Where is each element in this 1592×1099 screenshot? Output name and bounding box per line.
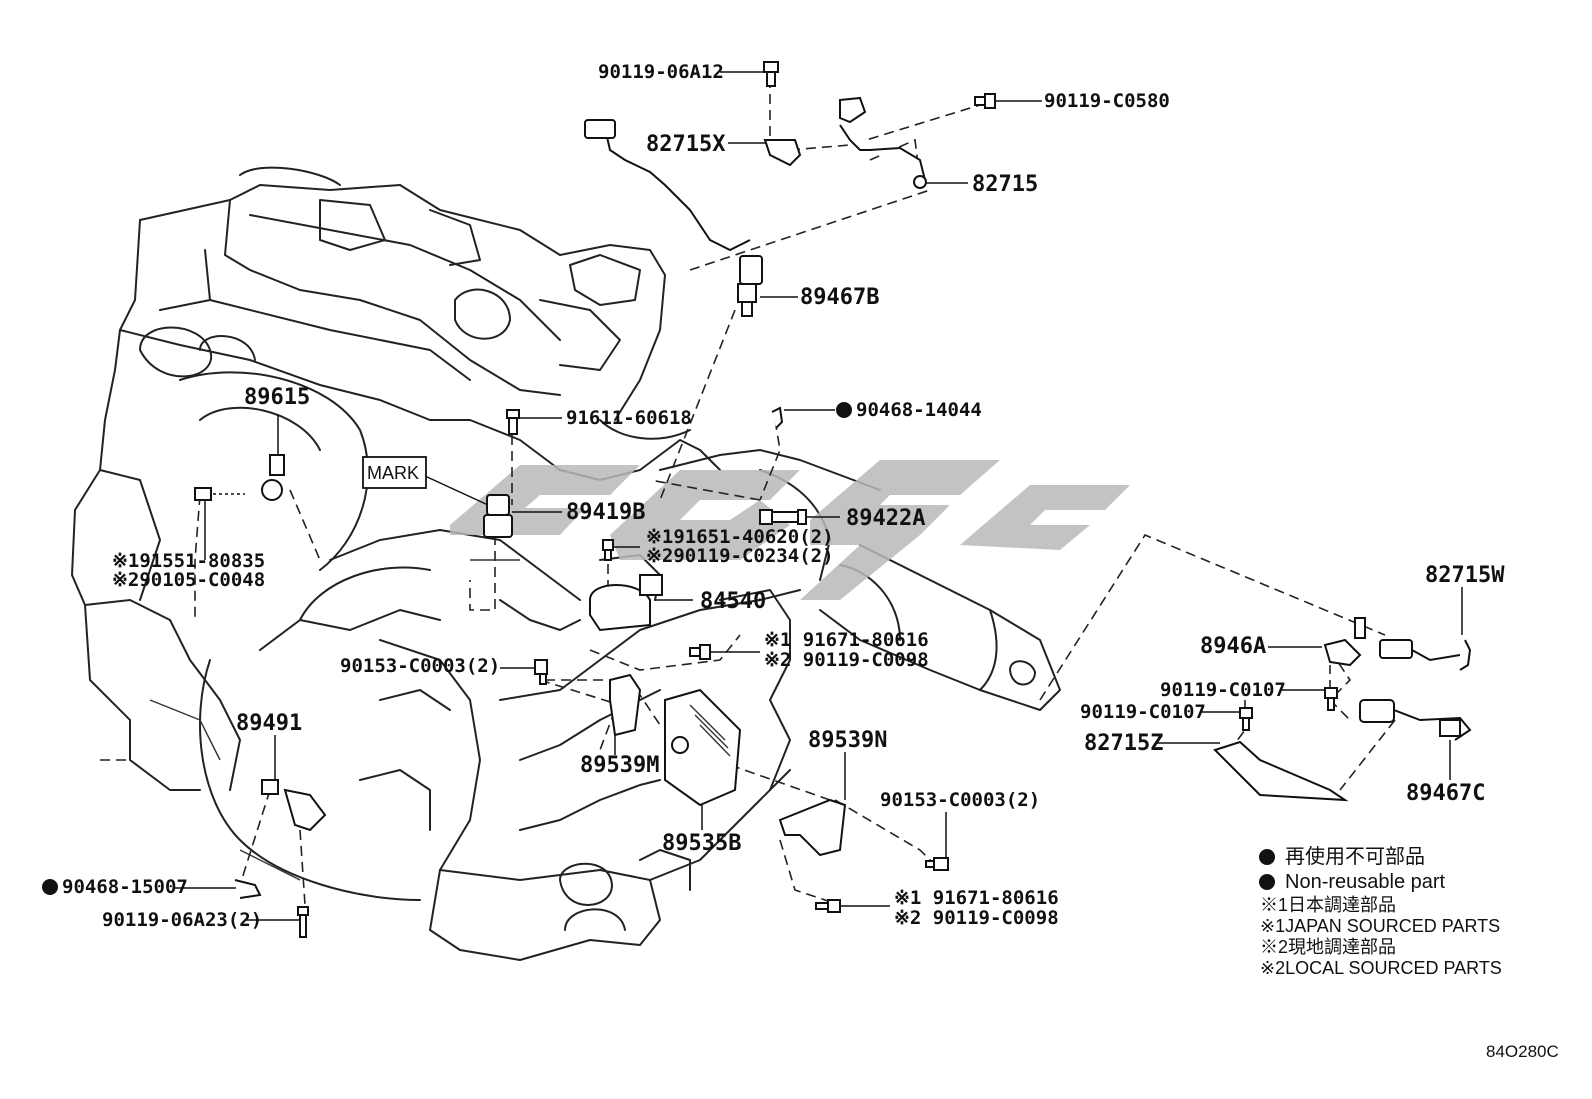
- clamp-82715-icon: [839, 96, 927, 189]
- label-89422A[interactable]: 89422A: [846, 506, 925, 531]
- bolt-91671-80616-b-icon: [815, 899, 841, 913]
- bracket-8946A-icon: [1323, 617, 1366, 667]
- legend-local-sourced-en: ※2LOCAL SOURCED PARTS: [1260, 958, 1502, 978]
- label-89491[interactable]: 89491: [236, 711, 302, 736]
- label-90468-15007[interactable]: 90468-15007: [62, 876, 188, 898]
- label-90119-C0234[interactable]: ※290119-C0234(2): [646, 545, 834, 567]
- label-90153-C0003-b[interactable]: 90153-C0003(2): [880, 789, 1040, 811]
- part-glyphs: [194, 61, 1472, 938]
- bolt-90119-06A12-icon: [763, 61, 779, 87]
- bracket-82715Z-icon: [1213, 740, 1349, 802]
- bracket-89539M-icon: [609, 673, 642, 737]
- bolt-90119-06A23-icon: [297, 906, 309, 938]
- switch-84540-icon: [589, 539, 663, 632]
- label-90153-C0003-a[interactable]: 90153-C0003(2): [340, 655, 500, 677]
- label-89419B[interactable]: 89419B: [566, 500, 645, 525]
- label-91611-60618[interactable]: 91611-60618: [566, 407, 692, 429]
- sensor-89615-icon: [194, 454, 285, 501]
- label-91551-80835[interactable]: ※191551-80835: [112, 550, 265, 572]
- clip-90468-14044-icon: [771, 406, 784, 429]
- leader-lines: [175, 71, 1463, 921]
- label-90119-C0098-b[interactable]: ※2 90119-C0098: [894, 907, 1059, 929]
- label-89467C[interactable]: 89467C: [1406, 781, 1485, 806]
- legend: 再使用不可部品 Non-reusable part ※1日本調達部品 ※1JAP…: [1259, 845, 1502, 978]
- legend-non-reusable-jp: 再使用不可部品: [1285, 845, 1425, 868]
- ecu-89535B-icon: [664, 688, 742, 807]
- clip-90468-15007-icon: [234, 879, 262, 899]
- sensor-89467C-icon: [1359, 699, 1472, 741]
- nut-90153-C0003-icon: [534, 659, 548, 685]
- label-82715[interactable]: 82715: [972, 172, 1038, 197]
- label-90119-C0107-a[interactable]: 90119-C0107: [1160, 679, 1286, 701]
- sensor-89419B-icon: [483, 494, 513, 538]
- label-90119-06A12[interactable]: 90119-06A12: [598, 61, 724, 83]
- legend-bullet-icon: [1259, 874, 1275, 890]
- legend-non-reusable-en: Non-reusable part: [1285, 871, 1446, 893]
- bracket-89539N-icon: [778, 798, 847, 857]
- harness-82715-icon: [604, 127, 751, 252]
- label-8946A[interactable]: 8946A: [1200, 634, 1266, 659]
- mark-box: [362, 456, 427, 489]
- label-89535B[interactable]: 89535B: [662, 831, 741, 856]
- clip-82715W-icon: [1459, 639, 1472, 671]
- legend-japan-sourced-jp: ※1日本調達部品: [1260, 895, 1396, 915]
- connector-icon: [584, 119, 616, 139]
- legend-bullet-icon: [1259, 849, 1275, 865]
- label-89467B[interactable]: 89467B: [800, 285, 879, 310]
- bolt-90119-C0580-icon: [974, 93, 996, 109]
- sensor-89422A-icon: [759, 509, 807, 525]
- bolt-90119-C0107-b-icon: [1239, 707, 1253, 731]
- sensor-89467C-upper-icon: [1379, 639, 1461, 662]
- part-labels: 90119-06A12 90119-C0580 82715X 82715 894…: [42, 61, 1505, 931]
- label-89539N[interactable]: 89539N: [808, 728, 887, 753]
- bolt-91611-60618-icon: [506, 409, 520, 435]
- sensor-89467B-icon: [737, 255, 763, 317]
- label-mark: MARK: [367, 463, 419, 483]
- label-90119-06A23[interactable]: 90119-06A23(2): [102, 909, 262, 931]
- bolt-91671-80616-icon: [689, 644, 711, 660]
- legend-japan-sourced-en: ※1JAPAN SOURCED PARTS: [1260, 916, 1500, 936]
- label-84540[interactable]: 84540: [700, 589, 766, 614]
- label-90468-14044[interactable]: 90468-14044: [856, 399, 982, 421]
- sensor-89491-icon: [261, 779, 327, 832]
- bolt-90119-C0107-a-icon: [1324, 687, 1338, 711]
- label-82715X[interactable]: 82715X: [646, 132, 725, 157]
- label-89539M[interactable]: 89539M: [580, 753, 659, 778]
- diagram-code: 84O280C: [1486, 1042, 1559, 1061]
- label-82715W[interactable]: 82715W: [1425, 563, 1505, 588]
- label-91671-80616-a[interactable]: ※1 91671-80616: [764, 629, 929, 651]
- bracket-82715X-icon: [763, 139, 802, 167]
- label-91671-80616-b[interactable]: ※1 91671-80616: [894, 887, 1059, 909]
- nut-90153-C0003-b-icon: [925, 857, 949, 871]
- label-89615[interactable]: 89615: [244, 385, 310, 410]
- label-90119-C0580[interactable]: 90119-C0580: [1044, 90, 1170, 112]
- non-reusable-bullet-icon: [836, 402, 852, 418]
- label-82715Z[interactable]: 82715Z: [1084, 731, 1163, 756]
- non-reusable-bullet-icon: [42, 879, 58, 895]
- legend-local-sourced-jp: ※2現地調達部品: [1260, 937, 1396, 957]
- label-90119-C0107-b[interactable]: 90119-C0107: [1080, 701, 1206, 723]
- label-90119-C0098-a[interactable]: ※2 90119-C0098: [764, 649, 929, 671]
- label-90105-C0048[interactable]: ※290105-C0048: [112, 569, 265, 591]
- label-91651-40620[interactable]: ※191651-40620(2): [646, 526, 834, 548]
